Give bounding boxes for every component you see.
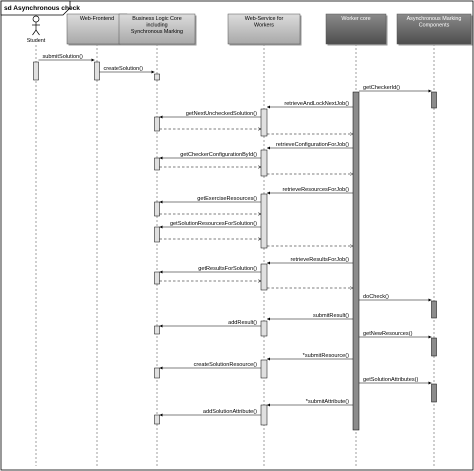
activation-webservice <box>260 263 268 291</box>
activation-student <box>33 61 39 81</box>
message-label: getSolutionAttributes() <box>363 377 418 383</box>
message-label: getNextUncheckedSolution() <box>186 111 257 117</box>
message-27: getSolutionAttributes() <box>359 377 432 385</box>
activation-webservice <box>260 359 268 379</box>
activation-businesslogic <box>154 271 160 285</box>
message-23: addResult() <box>159 320 261 328</box>
message-18: getResultsForSolution() <box>159 266 261 274</box>
participant-webfrontend: Web-Frontend <box>66 13 129 46</box>
frame-title-tab <box>0 0 71 16</box>
activation-businesslogic <box>154 414 160 425</box>
message-24: getNewResources() <box>359 331 432 339</box>
message-3: retrieveAndLockNextJob() <box>267 101 353 109</box>
message-label: *submitResource() <box>303 353 349 359</box>
activation-webfrontend <box>94 61 100 81</box>
message-label: submitSolution() <box>43 54 84 60</box>
participant-box <box>118 13 196 45</box>
activation-asyncmarking <box>431 337 437 357</box>
message-label: getResultsForSolution() <box>198 266 257 272</box>
message-label: retrieveConfigurationForJob() <box>276 142 349 148</box>
message-0: submitSolution() <box>38 54 95 62</box>
message-2: getCheckerId() <box>359 85 432 93</box>
message-label: retrieveResultsForJob() <box>291 257 350 263</box>
message-25: *submitResource() <box>267 353 353 361</box>
participant-name-line: Business Logic Core <box>132 16 181 22</box>
participants: Student Web-Frontend Business Logic Corein… <box>27 13 473 46</box>
message-4: getNextUncheckedSolution() <box>159 111 261 119</box>
activation-worker <box>352 91 360 431</box>
participant-name-line: Worker core <box>341 16 370 22</box>
frame-title: sd Asynchronous check <box>4 5 80 12</box>
message-29: addSolutionAttribute() <box>159 409 261 417</box>
activation-businesslogic <box>154 73 160 81</box>
message-label: submitResult() <box>313 313 349 319</box>
messages: submitSolution() createSolution() getCheck… <box>38 54 432 417</box>
participant-name-line: Components <box>419 22 450 28</box>
message-17: retrieveResultsForJob() <box>267 257 353 265</box>
activation-businesslogic <box>154 116 160 132</box>
message-26: createSolutionResource() <box>159 362 261 370</box>
activation-webservice <box>260 108 268 137</box>
message-28: *submitAttribute() <box>267 399 353 407</box>
message-label: doCheck() <box>363 294 389 300</box>
participant-box <box>396 13 472 45</box>
participant-worker: Worker core <box>325 13 388 46</box>
activation-asyncmarking <box>431 383 437 403</box>
activation-businesslogic <box>154 157 160 171</box>
participant-name-line: Web-Service for <box>245 16 284 22</box>
activation-webservice <box>260 404 268 426</box>
participant-businesslogic: Business Logic CoreincludingSynchronous … <box>118 13 197 46</box>
message-21: doCheck() <box>359 294 432 302</box>
message-12: getExerciseResources() <box>159 196 261 204</box>
activation-businesslogic <box>154 325 160 335</box>
activation-asyncmarking <box>431 91 437 109</box>
actor-legs <box>32 29 40 36</box>
activation-bars <box>33 61 437 431</box>
message-22: submitResult() <box>267 313 353 321</box>
message-label: retrieveResourcesForJob() <box>282 187 349 193</box>
message-11: retrieveResourcesForJob() <box>267 187 353 195</box>
message-14: getSolutionResourcesForSolution() <box>159 221 261 229</box>
message-label: retrieveAndLockNextJob() <box>284 101 349 107</box>
message-8: getCheckerConfigurationById() <box>159 152 261 160</box>
message-label: getNewResources() <box>363 331 413 337</box>
participant-name-line: Synchronous Marking <box>131 29 183 35</box>
participant-box <box>325 13 387 45</box>
message-1: createSolution() <box>99 66 155 74</box>
participant-name-line: Workers <box>254 22 274 28</box>
lifelines <box>35 44 435 466</box>
message-label: createSolution() <box>104 66 144 72</box>
activation-businesslogic <box>154 367 160 379</box>
message-label: *submitAttribute() <box>306 399 349 405</box>
participant-name-line: Asynchronous Marking <box>407 16 462 22</box>
participant-name: Student <box>27 38 46 44</box>
activation-webservice <box>260 149 268 177</box>
participant-name-line: Web-Frontend <box>80 16 114 22</box>
activation-webservice <box>260 193 268 249</box>
message-label: getCheckerConfigurationById() <box>180 152 257 158</box>
participant-name-line: including <box>146 22 167 28</box>
activation-asyncmarking <box>431 300 437 319</box>
activation-webservice <box>260 320 268 337</box>
activation-businesslogic <box>154 226 160 243</box>
message-label: addResult() <box>228 320 257 326</box>
participant-student: Student <box>27 15 46 44</box>
message-label: createSolutionResource() <box>194 362 258 368</box>
participant-box <box>227 13 301 45</box>
actor-head <box>32 15 40 23</box>
message-7: retrieveConfigurationForJob() <box>267 142 353 150</box>
message-label: getSolutionResourcesForSolution() <box>170 221 257 227</box>
message-label: addSolutionAttribute() <box>203 409 257 415</box>
message-label: getCheckerId() <box>363 85 400 91</box>
participant-box <box>66 13 128 45</box>
activation-businesslogic <box>154 201 160 217</box>
message-label: getExerciseResources() <box>197 196 257 202</box>
